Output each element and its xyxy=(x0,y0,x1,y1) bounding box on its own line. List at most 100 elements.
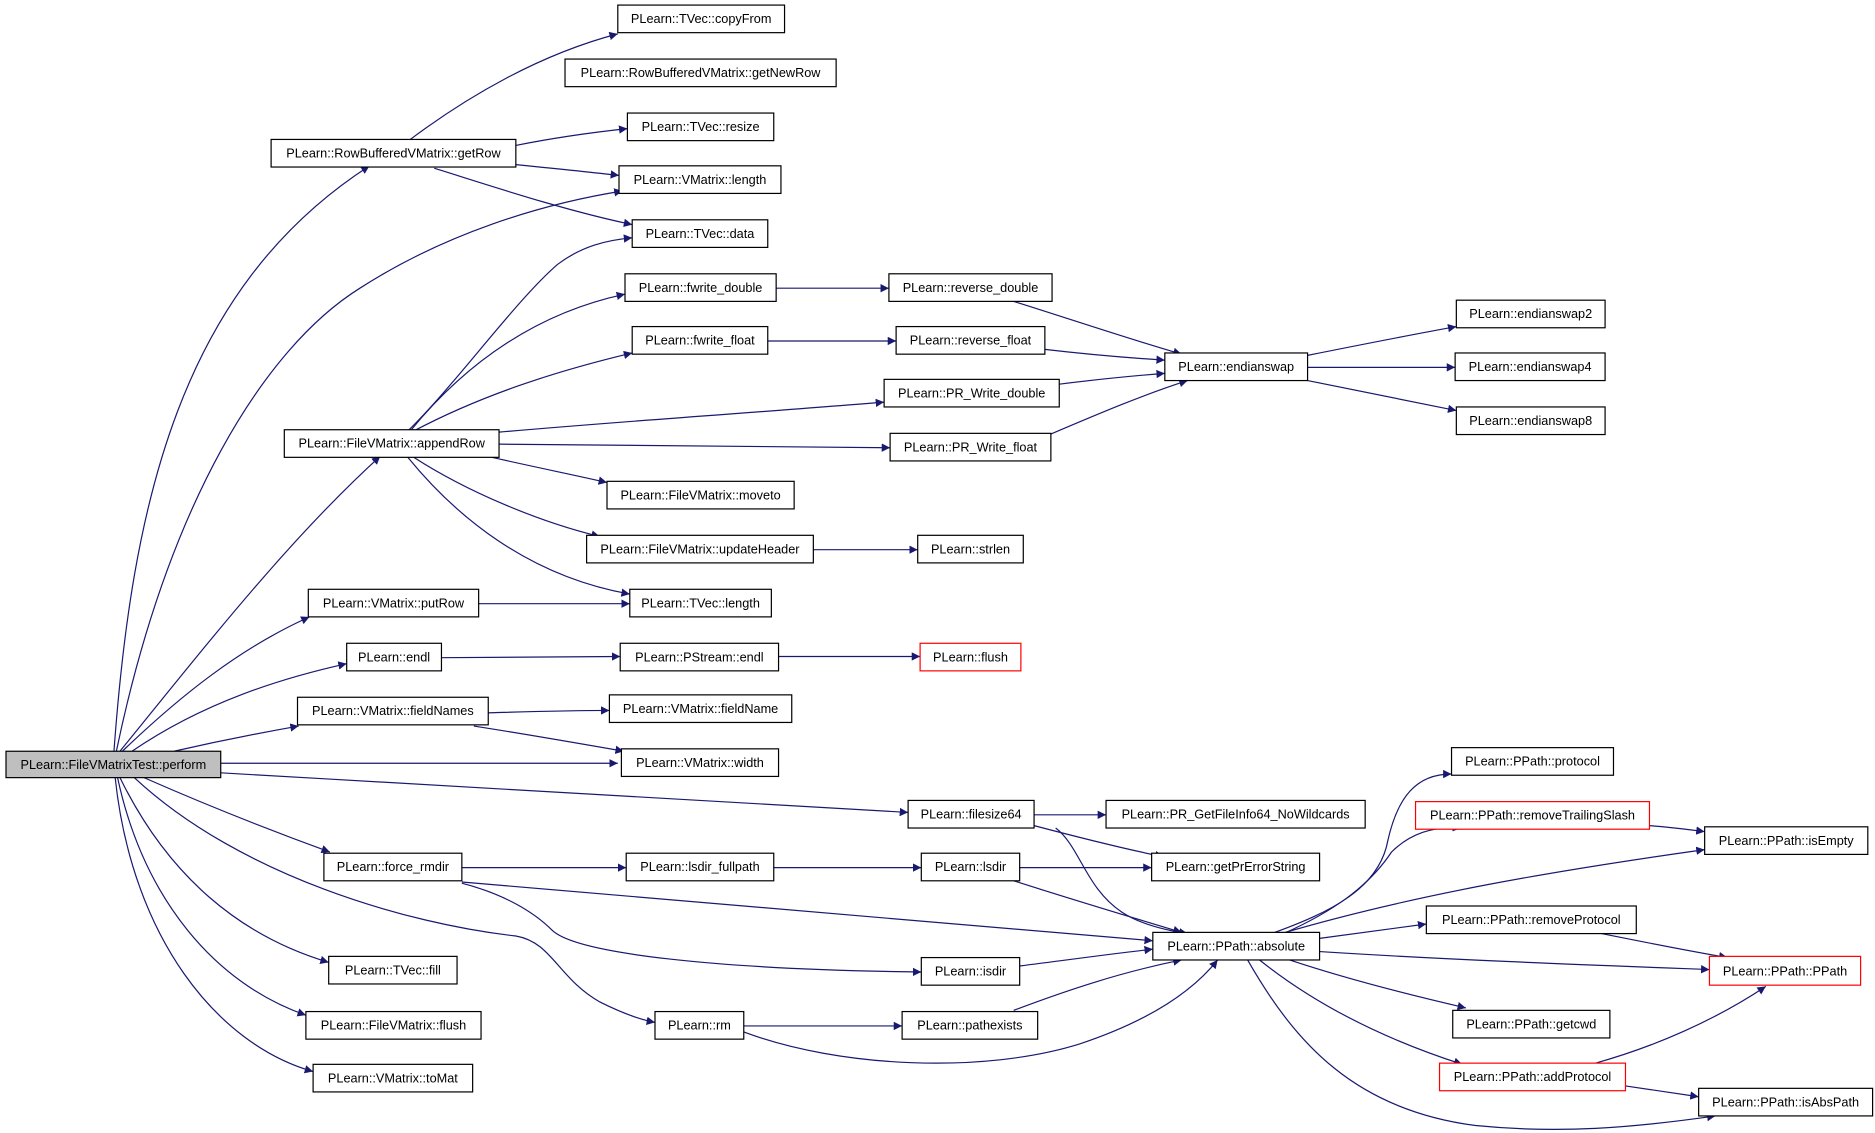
node-pr_write_float[interactable]: PLearn::PR_Write_float xyxy=(889,432,1052,462)
node-getNewRow[interactable]: PLearn::RowBufferedVMatrix::getNewRow xyxy=(564,58,837,88)
node-fflush[interactable]: PLearn::FileVMatrix::flush xyxy=(305,1010,482,1040)
node-pathexists[interactable]: PLearn::pathexists xyxy=(901,1010,1039,1040)
edge-removeTrailingSlash-isEmpty xyxy=(1649,825,1705,835)
node-pr_write_double[interactable]: PLearn::PR_Write_double xyxy=(883,378,1060,408)
node-isEmpty[interactable]: PLearn::PPath::isEmpty xyxy=(1704,826,1869,856)
node-force_rmdir[interactable]: PLearn::force_rmdir xyxy=(323,852,463,882)
edge-filesize64-getPrErrorString xyxy=(1033,825,1164,860)
node-ppath[interactable]: PLearn::PPath::PPath xyxy=(1708,955,1862,986)
nodes-layer: PLearn::FileVMatrixTest::perform PLearn:… xyxy=(5,4,1874,1117)
node-label: PLearn::RowBufferedVMatrix::getRow xyxy=(286,145,501,160)
node-fwrite_double[interactable]: PLearn::fwrite_double xyxy=(624,273,777,302)
edge-appendRow-pr_write_float xyxy=(499,443,891,452)
node-isAbsPath[interactable]: PLearn::PPath::isAbsPath xyxy=(1698,1087,1874,1117)
node-getcwd[interactable]: PLearn::PPath::getcwd xyxy=(1452,1009,1611,1039)
node-label: PLearn::endl xyxy=(358,649,430,664)
node-rm[interactable]: PLearn::rm xyxy=(654,1010,745,1040)
edge-reverse_double-endianswap xyxy=(1013,300,1182,356)
node-label: PLearn::endianswap4 xyxy=(1469,359,1592,374)
node-label: PLearn::PR_Write_double xyxy=(898,385,1045,400)
node-label: PLearn::filesize64 xyxy=(921,806,1022,821)
node-strlen[interactable]: PLearn::strlen xyxy=(917,534,1024,564)
node-fieldNames[interactable]: PLearn::VMatrix::fieldNames xyxy=(296,696,489,726)
node-label: PLearn::FileVMatrixTest::perform xyxy=(21,757,207,772)
node-getPrErrorString[interactable]: PLearn::getPrErrorString xyxy=(1151,852,1321,882)
node-label: PLearn::PPath::getcwd xyxy=(1466,1016,1596,1031)
node-perform[interactable]: PLearn::FileVMatrixTest::perform xyxy=(5,750,222,779)
node-flush[interactable]: PLearn::flush xyxy=(919,642,1022,672)
node-data[interactable]: PLearn::TVec::data xyxy=(631,219,769,249)
edge-pr_write_double-endianswap xyxy=(1059,369,1165,385)
edge-reverse_float-endianswap xyxy=(1044,348,1165,364)
node-reverse_float[interactable]: PLearn::reverse_float xyxy=(895,325,1046,355)
node-label: PLearn::PPath::protocol xyxy=(1465,754,1600,769)
edge-perform-appendRow xyxy=(119,455,381,752)
node-reverse_double[interactable]: PLearn::reverse_double xyxy=(888,273,1053,302)
node-addProtocol[interactable]: PLearn::PPath::addProtocol xyxy=(1438,1062,1627,1092)
node-removeProtocol[interactable]: PLearn::PPath::removeProtocol xyxy=(1425,905,1637,935)
node-lsdir_fullpath[interactable]: PLearn::lsdir_fullpath xyxy=(625,852,775,882)
node-endianswap4[interactable]: PLearn::endianswap4 xyxy=(1454,352,1606,382)
edge-filesize64-absolute xyxy=(1055,827,1188,937)
node-label: PLearn::lsdir_fullpath xyxy=(640,859,759,874)
edge-pathexists-absolute xyxy=(1013,957,1182,1011)
node-label: PLearn::PPath::PPath xyxy=(1723,964,1847,979)
node-endianswap8[interactable]: PLearn::endianswap8 xyxy=(1455,406,1606,436)
node-label: PLearn::pathexists xyxy=(917,1018,1022,1033)
node-lsdir[interactable]: PLearn::lsdir xyxy=(920,852,1021,882)
edge-absolute-isEmpty xyxy=(1281,846,1705,935)
node-filesize64[interactable]: PLearn::filesize64 xyxy=(907,799,1035,829)
node-pr_getfileinfo[interactable]: PLearn::PR_GetFileInfo64_NoWildcards xyxy=(1105,799,1366,829)
edge-endl-pendl xyxy=(441,652,621,661)
edge-removeProtocol-ppath xyxy=(1601,932,1728,961)
node-fieldName[interactable]: PLearn::VMatrix::fieldName xyxy=(608,694,793,724)
edge-getRow-resize xyxy=(515,125,628,147)
node-tfill[interactable]: PLearn::TVec::fill xyxy=(328,955,458,985)
edge-appendRow-fwrite_double xyxy=(409,291,626,432)
node-removeTrailingSlash[interactable]: PLearn::PPath::removeTrailingSlash xyxy=(1414,801,1651,830)
node-endianswap[interactable]: PLearn::endianswap xyxy=(1164,352,1309,382)
node-resize[interactable]: PLearn::TVec::resize xyxy=(626,112,775,142)
edge-perform-putRow xyxy=(121,616,310,752)
edge-appendRow-tlength xyxy=(407,456,630,597)
node-vlength[interactable]: PLearn::VMatrix::length xyxy=(618,165,782,195)
edge-addProtocol-isAbsPath xyxy=(1625,1085,1699,1100)
edge-fieldNames-width xyxy=(473,725,624,754)
node-isdir[interactable]: PLearn::isdir xyxy=(920,956,1021,986)
edge-endianswap-endianswap2 xyxy=(1307,323,1457,356)
node-pendl[interactable]: PLearn::PStream::endl xyxy=(619,642,780,672)
node-getRow[interactable]: PLearn::RowBufferedVMatrix::getRow xyxy=(270,138,517,168)
node-fwrite_float[interactable]: PLearn::fwrite_float xyxy=(631,325,769,355)
node-absolute[interactable]: PLearn::PPath::absolute xyxy=(1152,931,1321,961)
node-copyFrom[interactable]: PLearn::TVec::copyFrom xyxy=(617,4,786,34)
node-tlength[interactable]: PLearn::TVec::length xyxy=(629,588,772,618)
node-toMat[interactable]: PLearn::VMatrix::toMat xyxy=(312,1063,474,1093)
node-moveto[interactable]: PLearn::FileVMatrix::moveto xyxy=(606,480,795,510)
node-label: PLearn::TVec::length xyxy=(641,595,760,610)
edge-getRow-vlength xyxy=(515,164,620,179)
node-endl[interactable]: PLearn::endl xyxy=(346,642,443,672)
node-updateHeader[interactable]: PLearn::FileVMatrix::updateHeader xyxy=(586,534,814,564)
edge-appendRow-fwrite_float xyxy=(413,350,633,432)
edge-lsdir-absolute xyxy=(1013,880,1182,934)
node-label: PLearn::TVec::resize xyxy=(642,119,760,134)
edge-appendRow-pr_write_double xyxy=(498,398,885,433)
node-label: PLearn::VMatrix::fieldName xyxy=(623,701,778,716)
edge-perform-vlength xyxy=(115,188,623,752)
node-label: PLearn::isdir xyxy=(935,964,1007,979)
edge-perform-toMat xyxy=(114,777,314,1074)
node-putRow[interactable]: PLearn::VMatrix::putRow xyxy=(307,588,480,618)
node-appendRow[interactable]: PLearn::FileVMatrix::appendRow xyxy=(283,429,500,458)
edge-appendRow-updateHeader xyxy=(413,456,600,539)
node-protocol[interactable]: PLearn::PPath::protocol xyxy=(1450,747,1615,776)
node-label: PLearn::TVec::data xyxy=(646,226,756,241)
edge-fieldNames-fieldName xyxy=(488,706,610,715)
edges-layer xyxy=(113,31,1767,1131)
node-label: PLearn::FileVMatrix::moveto xyxy=(620,487,780,502)
node-width[interactable]: PLearn::VMatrix::width xyxy=(620,748,780,778)
node-label: PLearn::PPath::removeTrailingSlash xyxy=(1430,808,1635,823)
edge-perform-getRow xyxy=(113,165,370,752)
node-endianswap2[interactable]: PLearn::endianswap2 xyxy=(1455,299,1606,329)
edge-absolute-getcwd xyxy=(1289,959,1467,1011)
